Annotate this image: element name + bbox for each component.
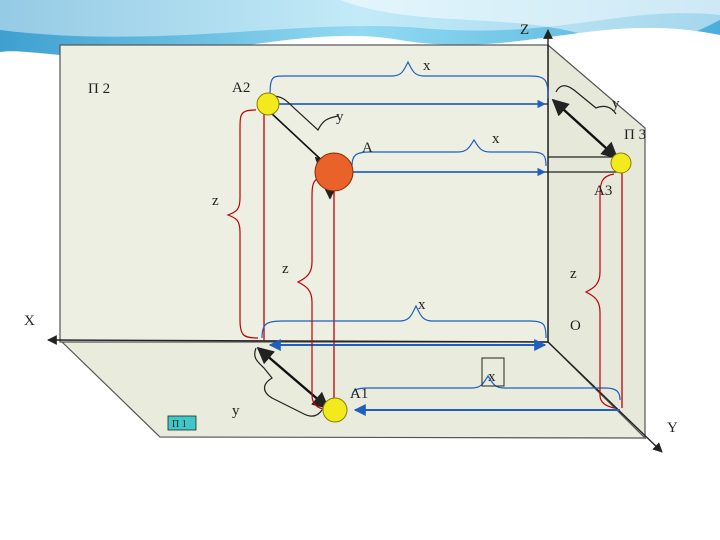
brace-x-top <box>269 60 549 99</box>
coord-x-box-label: x <box>488 369 496 385</box>
labels: Z X Y O Π 2 Π 3 A A2 A3 A1 x x x x y y y… <box>24 22 678 436</box>
header-banner <box>0 0 720 80</box>
point-a-label: A <box>362 140 373 156</box>
axis-y-label: Y <box>667 420 678 436</box>
points <box>256 92 632 423</box>
pi1-tag: Π 1 <box>167 415 197 431</box>
axis-x-label: X <box>24 313 35 329</box>
projection-lines <box>263 104 623 410</box>
bottom-y-arrow <box>256 346 330 410</box>
coord-z-side-label: z <box>570 266 577 282</box>
pi1-label: Π 1 <box>172 419 187 430</box>
point-a2-marker <box>256 92 280 116</box>
side-y-arrow <box>551 98 619 160</box>
brace-x-mid <box>351 138 547 167</box>
plane-front <box>59 44 549 343</box>
coord-y-bottom-label: y <box>232 403 240 419</box>
brace-z-mid <box>296 175 327 411</box>
brace-y-front <box>271 95 339 131</box>
brace-x-bottom <box>351 374 621 401</box>
origin-label: O <box>570 318 581 334</box>
axis-z-label: Z <box>520 22 529 38</box>
coord-z-left-label: z <box>212 193 219 209</box>
point-a-marker <box>314 152 354 192</box>
plane-front-label: Π 2 <box>88 81 110 97</box>
point-a1-marker <box>322 397 348 423</box>
brace-z-side <box>584 173 615 409</box>
point-a1-label: A1 <box>350 386 368 402</box>
dimension-lines <box>268 99 620 416</box>
coord-y-front-label: y <box>336 109 344 125</box>
coord-x-mid-label: x <box>492 131 500 147</box>
x-highlight-box <box>481 357 505 387</box>
brace-y-bottom <box>254 347 323 417</box>
point-a3-marker <box>610 152 632 174</box>
coord-x-top-label: x <box>423 58 431 74</box>
brace-x-front <box>261 304 547 339</box>
coord-y-side-label: y <box>612 96 620 112</box>
coord-x-front-label: x <box>418 297 426 313</box>
point-a2-label: A2 <box>232 80 250 96</box>
braces <box>226 60 621 417</box>
point-a3-label: A3 <box>594 183 612 199</box>
brace-z-left <box>226 109 259 339</box>
brace-y-side <box>555 85 617 115</box>
coord-z-mid-label: z <box>282 261 289 277</box>
plane-side-label: Π 3 <box>624 127 646 143</box>
axis-y-line <box>547 341 663 453</box>
